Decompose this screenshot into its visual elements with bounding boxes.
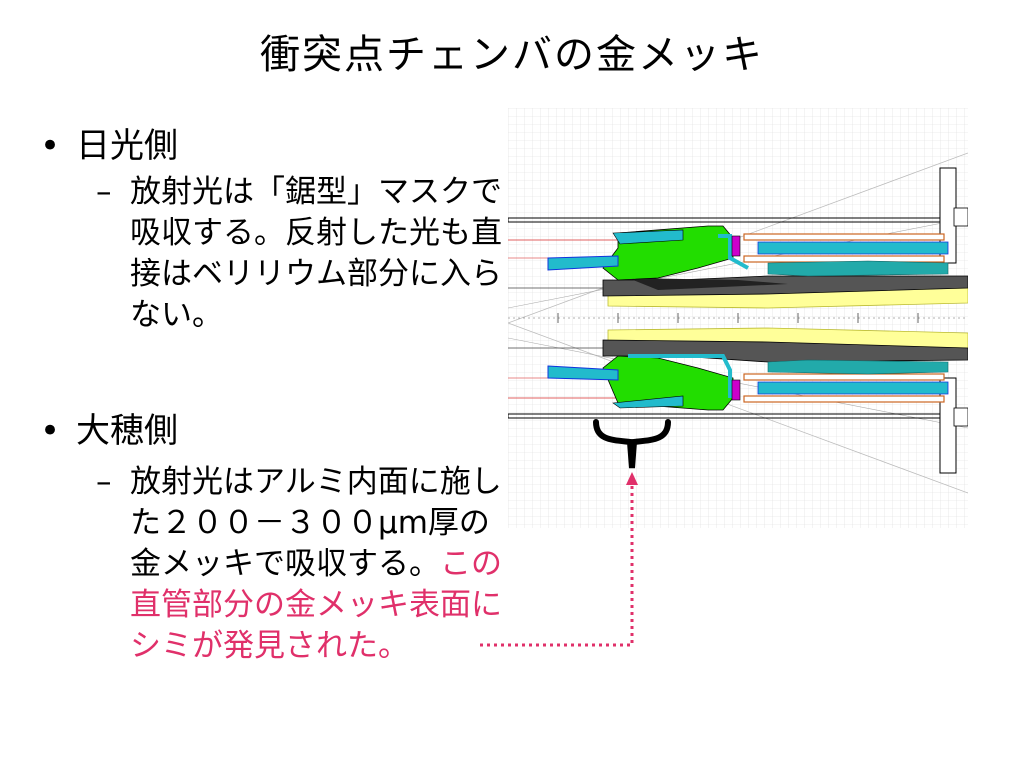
sub-bullet-oho: – 放射光はアルミ内面に施した２００－３００μm厚の金メッキで吸収する。この直管… — [96, 462, 506, 667]
bullet-oho: • 大穂側 — [40, 403, 178, 452]
orange-tube — [743, 233, 945, 241]
page-title: 衝突点チェンバの金メッキ — [260, 32, 764, 78]
sub-text-oho: 放射光はアルミ内面に施した２００－３００μm厚の金メッキで吸収する。この直管部分… — [130, 462, 506, 667]
dash-icon: – — [96, 464, 112, 500]
brace-icon — [593, 419, 671, 469]
cyan-part — [612, 229, 684, 245]
bullet-dot: • — [40, 411, 61, 451]
bullet-label-nikko: 日光側 — [76, 126, 178, 166]
magenta-part — [731, 235, 741, 257]
bullet-nikko: • 日光側 — [40, 118, 178, 167]
sub-text-nikko: 放射光は「鋸型」マスクで吸収する。反射した光も直接はベリリウム部分に入らない。 — [130, 174, 502, 333]
chamber-diagram — [508, 108, 968, 528]
sub-bullet-nikko: – 放射光は「鋸型」マスクで吸収する。反射した光も直接はベリリウム部分に入らない… — [96, 172, 506, 336]
dash-icon: – — [96, 174, 112, 210]
bullet-dot: • — [40, 126, 61, 166]
bullet-label-oho: 大穂側 — [76, 411, 178, 451]
sub-text-oho-black: 放射光はアルミ内面に施した２００－３００μm厚の金メッキで吸収する。 — [130, 464, 502, 582]
